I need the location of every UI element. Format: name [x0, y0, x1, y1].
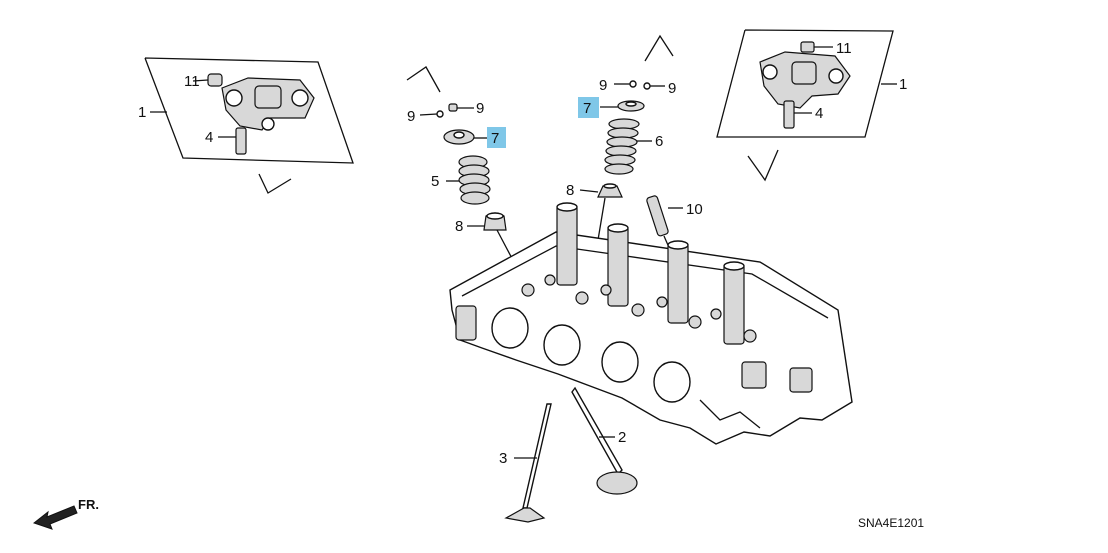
- bolt-left[interactable]: [218, 127, 247, 155]
- callout-exhaust-valve: 2: [618, 429, 626, 446]
- cotter-right[interactable]: [629, 80, 651, 90]
- callout-bolt-right: 4: [815, 105, 823, 122]
- cylinder-head[interactable]: [449, 202, 853, 445]
- callout-plug-right: 11: [836, 40, 852, 57]
- rocker-arm-assembly-right[interactable]: [716, 29, 894, 138]
- intake-valve[interactable]: [504, 403, 552, 523]
- callout-rocker-left: 1: [138, 104, 146, 121]
- callout-spring-left: 5: [431, 173, 439, 190]
- valve-spring-right[interactable]: [604, 118, 640, 175]
- plug-left[interactable]: [192, 73, 223, 87]
- callout-plug-left: 11: [184, 73, 200, 90]
- callout-seal-left: 8: [455, 218, 463, 235]
- callout-bolt-left: 4: [205, 129, 213, 146]
- callout-rocker-right: 1: [899, 76, 907, 93]
- retainer-right[interactable]: [617, 100, 645, 112]
- callout-retainer-right: 7: [583, 100, 591, 117]
- stud-bolt[interactable]: [646, 195, 669, 237]
- rocker-arm-assembly-left[interactable]: [144, 57, 354, 164]
- valve-spring-left[interactable]: [458, 155, 491, 205]
- callout-spring-right: 6: [655, 133, 663, 150]
- callout-cotter-left-a: 9: [407, 108, 415, 125]
- front-label: FR.: [78, 497, 99, 512]
- bolt-right[interactable]: [783, 100, 812, 129]
- callout-stud: 10: [686, 201, 703, 218]
- callout-cotter-right-a: 9: [599, 77, 607, 94]
- front-arrow-icon: [32, 505, 78, 530]
- valve-seal-right[interactable]: [597, 183, 623, 198]
- cotter-left[interactable]: [436, 103, 458, 118]
- valve-seal-left[interactable]: [483, 212, 507, 231]
- retainer-left[interactable]: [443, 129, 475, 145]
- callout-cotter-left-b: 9: [476, 100, 484, 117]
- callout-retainer-left: 7: [491, 130, 499, 147]
- callout-intake-valve: 3: [499, 450, 507, 467]
- callout-seal-right: 8: [566, 182, 574, 199]
- plug-right[interactable]: [800, 41, 833, 53]
- diagram-code: SNA4E1201: [858, 516, 924, 530]
- exhaust-valve[interactable]: [571, 386, 638, 495]
- callout-cotter-right-b: 9: [668, 80, 676, 97]
